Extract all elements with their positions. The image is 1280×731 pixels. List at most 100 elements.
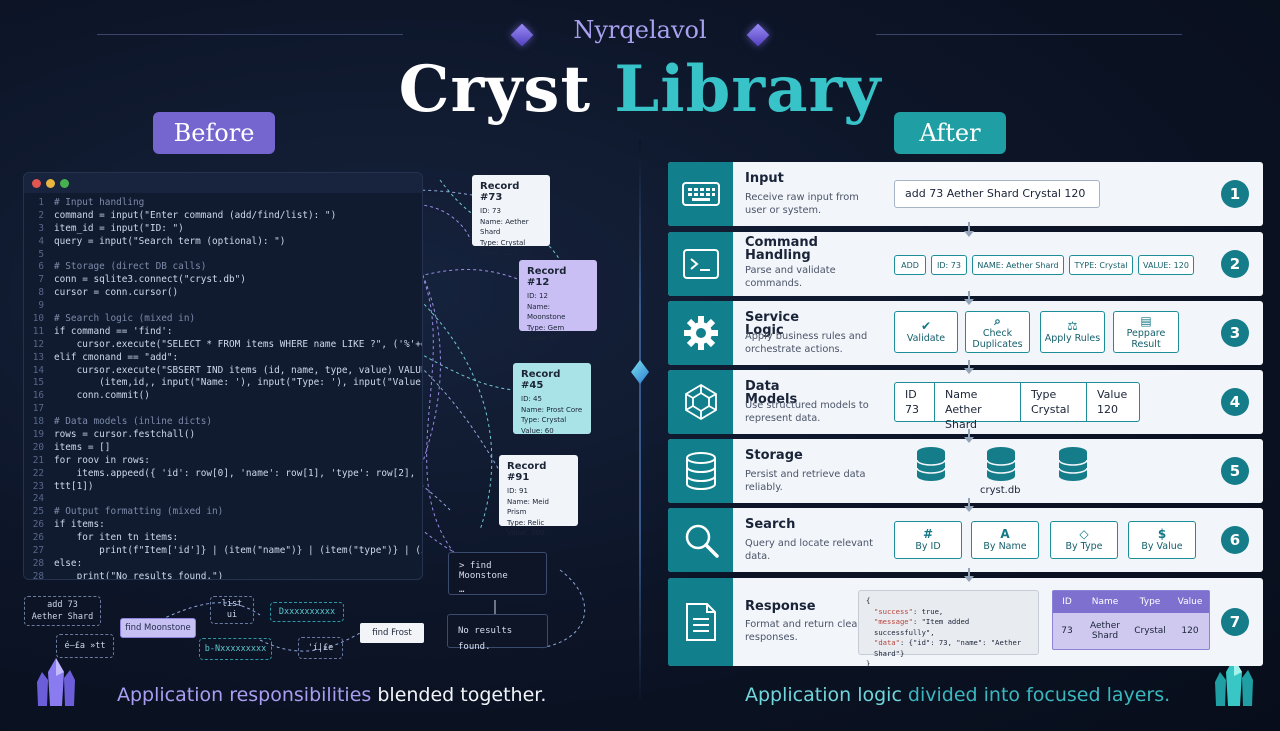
response-table-cell: 73 [1061,626,1073,636]
service-step: ▤Peppare Result [1113,311,1179,353]
code-line: 17 [24,403,422,416]
response-table: ID Name Type Value 73 Aether Shard Cryst… [1052,590,1210,650]
search-by-type-button[interactable]: ◇By Type [1050,521,1118,559]
json-key: "message" [874,617,913,626]
record-line: Name: Moonstone [527,302,566,322]
line-number: 1 [38,197,44,208]
line-number: 19 [32,429,44,441]
response-table-cell: Aether Shard [1089,621,1120,641]
code-line: 28 else: [24,557,422,571]
layer-number: 4 [1221,388,1249,416]
record-title: Record #12 [527,266,567,288]
line-number: 16 [32,390,44,402]
record-line: Value: 300 [507,529,545,537]
editor-titlebar [24,173,422,193]
data-model-value: Crystal [1031,403,1070,416]
search-by-value-button[interactable]: $By Value [1128,521,1196,559]
response-table-header: Type [1129,591,1171,613]
code-line: 18# Data models (inline dicts) [24,416,422,429]
json-value: : "Item added successfully", [874,617,970,637]
keyboard-icon [668,162,733,226]
fragment-garbled: b-Nxxxxxxxxx [199,638,272,660]
code-line: 15 (item,id,, input("Name: '), input("Ty… [24,377,423,390]
layer-number: 2 [1221,250,1249,278]
data-model-value: 120 [1097,403,1118,416]
code-line: 6# Storage (direct DB calls) [24,261,422,274]
layer-desc: Apply business rules and orchestrate act… [745,331,868,355]
search-icon: ⌕ [994,313,1001,328]
code-text: cursor = conn.cursor() [54,287,179,299]
raw-input-field[interactable]: add 73 Aether Shard Crystal 120 [894,180,1100,208]
code-text: if items: [54,519,105,531]
line-number: 21 [32,454,44,466]
line-number: 15 [32,377,44,389]
code-line: 5 [24,249,422,262]
layer-storage: Storage Persist and retrieve data reliab… [668,439,1263,503]
record-line: ID: 73 [480,207,501,215]
center-divider [639,140,641,700]
code-line: 12 cursor.execute("SELECT * FROM items W… [24,339,422,352]
search-by-id-button[interactable]: #By ID [894,521,962,559]
database-icon [668,439,733,503]
layer-title: Data Models [745,379,798,407]
fragment-garbled: Dxxxxxxxxxx [270,602,344,622]
layer-desc: Query and locate relevant data. [745,538,873,562]
layer-search: Search Query and locate relevant data. #… [668,508,1263,572]
layer-title: Input [745,171,784,186]
data-model-header: Name [945,388,978,401]
code-text: (item,id,, input("Name: '), input("Type:… [54,377,423,389]
result-icon: ▤ [1140,313,1152,328]
magnifier-icon [668,508,733,572]
letter-icon: A [1000,527,1010,541]
json-brace: { [866,596,871,605]
code-text: # Output formatting (mixed in) [54,506,224,518]
database-icon [986,447,1016,481]
code-text: elif cmonand == "add": [54,351,179,363]
command-token: ADD [894,255,926,275]
before-label: Before [153,112,275,154]
record-title: Record #45 [521,369,561,391]
fragment-list: list ui [210,596,254,624]
record-card: Record #91 ID: 91 Name: Meid Prism Type:… [499,455,578,537]
fragment-garbled: 'í|£e [298,637,343,659]
check-icon: ✔ [920,319,932,333]
search-option-label: By Name [983,541,1027,552]
code-text: else: [54,557,83,569]
record-card: Record #45 ID: 45 Name: Prost Core Type:… [513,363,591,435]
data-model-header: Type [1031,388,1057,401]
caption-highlight: Application responsibilities [117,684,372,706]
layer-desc: Persist and retrieve data reliably. [745,469,866,493]
service-step-label: Check Duplicates [972,327,1023,350]
record-line: Name: Meid Prism [507,497,549,517]
code-line: 8 cursor = conn.cursor() [24,287,422,300]
json-value: : {"id": 73, "name": "Aether Shard"} [874,638,1022,658]
code-line: 10# Search logic (mixed in) [24,313,422,326]
record-line: Name: Prost Core [521,405,583,414]
database-icon [1058,447,1088,481]
line-number: 26 [32,532,44,544]
record-line: Type: Gem [527,323,565,332]
record-card: Record #12 ID: 12 Name: Moonstone Type: … [519,260,597,342]
code-text: cursor.execute("SBSERT IND items (id, na… [76,364,422,376]
code-text: # Input handling [54,197,145,208]
code-text: if command == 'find': [54,325,173,337]
code-text: rows = cursor.festchall() [54,429,196,441]
caption-highlight: Application logic [745,684,902,706]
fragment-find-frost: find Frost [360,623,424,643]
line-number: 7 [38,274,44,286]
fragment-garbled: é—£a »tt [56,634,114,658]
json-brace: } [866,659,871,668]
line-number: 28 [32,557,44,569]
code-line: 22 items.appeed({ 'id': row[0], 'name': … [24,468,422,481]
line-number: 8 [38,287,44,299]
json-key: "data" [874,638,900,647]
code-text: for iten tn items: [54,532,179,544]
brand-name: Nyrqelavol [573,16,707,44]
flow-arrow [964,498,974,512]
